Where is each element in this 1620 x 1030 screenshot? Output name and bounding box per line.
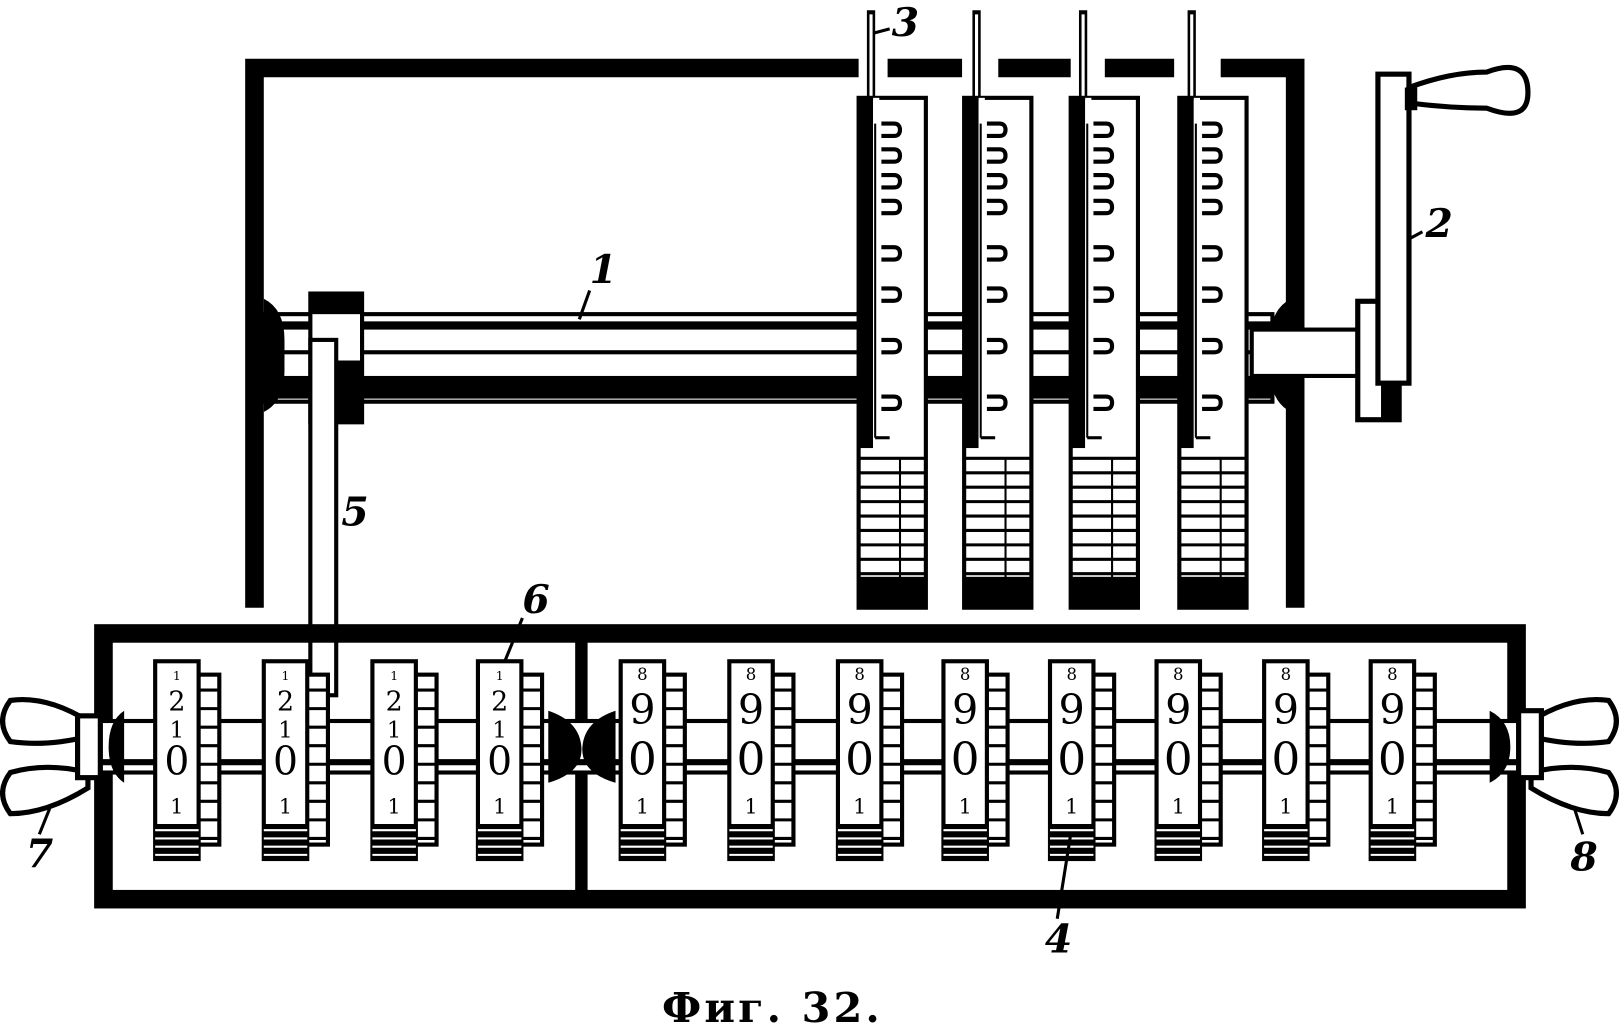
label-1: 1 [590, 247, 617, 293]
wheel-upper-digit: 9 [738, 686, 764, 734]
wheel-top-digit: 8 [637, 665, 648, 684]
wheel-top-digit: 1 [173, 669, 181, 683]
wheel-top-digit: 1 [390, 669, 398, 683]
wheel-top-digit: 8 [1066, 665, 1077, 684]
wheel-main-digit: 0 [1378, 733, 1407, 786]
wheel-bottom-digit: 1 [388, 795, 401, 819]
wheel-mid-digit: 1 [387, 718, 401, 744]
right-wing-nut [1516, 697, 1619, 817]
result-wheel: 8 90 1 [727, 659, 796, 862]
label-6: 6 [522, 577, 549, 623]
stepped-drum [1068, 10, 1140, 610]
wheel-upper-digit: 9 [1165, 686, 1191, 734]
wheel-bottom-digit: 1 [1172, 795, 1185, 819]
wheel-upper-digit: 2 [168, 687, 185, 718]
wheel-top-digit: 8 [854, 665, 865, 684]
result-wheel: 8 90 1 [1262, 659, 1331, 862]
wheel-upper-digit: 9 [1273, 686, 1299, 734]
wheel-main-digit: 0 [845, 733, 874, 786]
wheel-bottom-digit: 1 [636, 795, 649, 819]
label-3: 3 [892, 0, 919, 46]
wheel-top-digit: 8 [1281, 665, 1292, 684]
label-4: 4 [1045, 917, 1072, 963]
wheel-bottom-digit: 1 [1279, 795, 1292, 819]
stepped-drum [1177, 10, 1249, 610]
wheel-mid-digit: 1 [278, 718, 292, 744]
result-wheel: 8 90 1 [835, 659, 905, 862]
wheel-top-digit: 8 [1387, 665, 1398, 684]
wheel-main-digit: 0 [737, 733, 766, 786]
wheel-upper-digit: 9 [1379, 686, 1405, 734]
crank-handle [1355, 64, 1531, 423]
figure-caption: Фиг. 32. [662, 983, 883, 1030]
wheel-bottom-digit: 1 [279, 795, 292, 819]
wheel-top-digit: 8 [746, 665, 757, 684]
result-wheel: 8 90 1 [1154, 659, 1223, 862]
wheel-mid-digit: 1 [170, 718, 184, 744]
wheel-bottom-digit: 1 [744, 795, 757, 819]
wheel-mid-digit: 1 [492, 718, 506, 744]
label-7: 7 [26, 831, 53, 877]
label-5: 5 [341, 489, 368, 535]
wheel-main-digit: 0 [1164, 733, 1193, 786]
result-wheel: 8 90 1 [941, 659, 1010, 862]
stepped-drum [856, 10, 928, 610]
wheel-upper-digit: 9 [846, 686, 872, 734]
wheel-main-digit: 0 [164, 740, 189, 785]
wheel-main-digit: 0 [628, 733, 657, 786]
wheel-upper-digit: 9 [629, 686, 655, 734]
stepped-drums [856, 10, 1249, 610]
wheel-upper-digit: 2 [386, 687, 403, 718]
label-8: 8 [1569, 834, 1597, 880]
wheel-bottom-digit: 1 [1386, 795, 1399, 819]
digit-wheels: 1201112011120111201189018901890189018901… [153, 659, 1437, 862]
wheel-top-digit: 8 [1173, 665, 1184, 684]
result-wheel: 8 90 1 [1047, 659, 1117, 862]
wheel-upper-digit: 2 [491, 687, 508, 718]
wheel-bottom-digit: 1 [170, 795, 183, 819]
wheel-bottom-digit: 1 [959, 795, 972, 819]
wheel-main-digit: 0 [951, 733, 980, 786]
left-wing-nut [0, 697, 103, 817]
wheel-bottom-digit: 1 [493, 795, 506, 819]
wheel-main-digit: 0 [273, 740, 298, 785]
result-wheel: 8 90 1 [1368, 659, 1437, 862]
wheel-bottom-digit: 1 [1065, 795, 1078, 819]
wheel-upper-digit: 9 [1059, 686, 1085, 734]
label-2: 2 [1425, 201, 1453, 247]
upper-frame [245, 58, 1305, 608]
wheel-main-digit: 0 [1057, 733, 1086, 786]
wheel-bottom-digit: 1 [853, 795, 866, 819]
wheel-top-digit: 1 [496, 669, 504, 683]
stepped-drum [962, 10, 1034, 610]
wheel-main-digit: 0 [487, 740, 512, 785]
wheel-upper-digit: 2 [277, 687, 294, 718]
wheel-upper-digit: 9 [952, 686, 978, 734]
wheel-top-digit: 1 [282, 669, 290, 683]
wheel-top-digit: 8 [960, 665, 971, 684]
wheel-main-digit: 0 [1271, 733, 1300, 786]
wheel-main-digit: 0 [382, 740, 407, 785]
result-wheel: 8 90 1 [618, 659, 687, 862]
